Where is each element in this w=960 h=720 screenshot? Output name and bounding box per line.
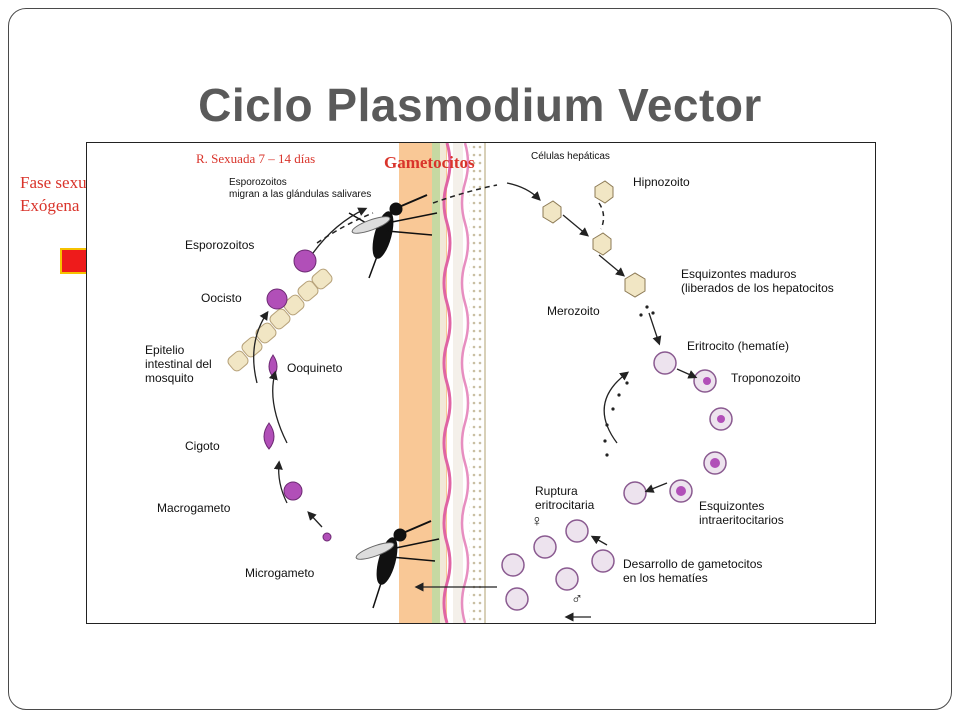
note-r-sexuada: R. Sexuada 7 – 14 días [196,151,316,166]
label-desarrollo: Desarrollo de gametocitos en los hematíe… [623,557,762,585]
label-esquizontes-maduros-2: (liberados de los hepatocitos [681,281,834,295]
label-troponozoito: Troponozoito [731,371,801,385]
label-microgameto: Microgameto [245,566,315,580]
label-esporozoitos-migran: Esporozoitos migran a las glándulas sali… [229,177,371,201]
label-esporozoitos-migran-1: Esporozoitos [229,177,287,188]
label-ruptura-1: Ruptura [535,484,578,498]
label-esporozoitos: Esporozoitos [185,238,255,252]
label-macrogameto: Macrogameto [157,501,231,515]
label-eritrocito: Eritrocito (hematíe) [687,339,790,353]
label-hipnozoito: Hipnozoito [633,175,690,189]
label-esquizontes-intra: Esquizontes intraeritocitarios [699,499,784,527]
label-cigoto: Cigoto [185,439,220,453]
side-note-line2: Exógena [20,196,80,215]
label-ruptura: Ruptura eritrocitaria [535,484,594,512]
label-celulas-hepaticas: Células hepáticas [531,151,610,162]
liver-cells [542,180,646,298]
slide-title: Ciclo Plasmodium Vector [198,79,762,131]
mosquito-stage-parasites [263,249,332,542]
label-epitelio-2: intestinal del [145,357,212,371]
label-merozoito: Merozoito [547,304,600,318]
note-gametocitos: Gametocitos [384,153,475,172]
label-epitelio: Epitelio intestinal del mosquito [145,343,212,385]
label-desarrollo-2: en los hematíes [623,571,708,585]
label-desarrollo-1: Desarrollo de gametocitos [623,557,763,571]
label-epitelio-1: Epitelio [145,343,185,357]
lifecycle-diagram: Esporozoitos migran a las glándulas sali… [86,142,876,624]
label-ooquineto: Ooquineto [287,361,343,375]
label-esquizontes-maduros-1: Esquizontes maduros [681,267,797,281]
label-esquizontes-intra-1: Esquizontes [699,499,765,513]
female-symbol-icon: ♀ [531,513,543,530]
label-esquizontes-maduros: Esquizontes maduros (liberados de los he… [681,267,834,295]
male-symbol-icon: ♂ [571,591,583,608]
epithelium-cells [227,268,333,372]
mosquito-bottom-icon [355,520,440,609]
label-esquizontes-intra-2: intraeritocitarios [699,513,784,527]
label-ruptura-2: eritrocitaria [535,498,595,512]
diagram-drawing [227,143,733,623]
label-oocisto: Oocisto [201,291,242,305]
label-esporozoitos-migran-2: migran a las glándulas salivares [229,189,372,200]
label-epitelio-3: mosquito [145,371,194,385]
